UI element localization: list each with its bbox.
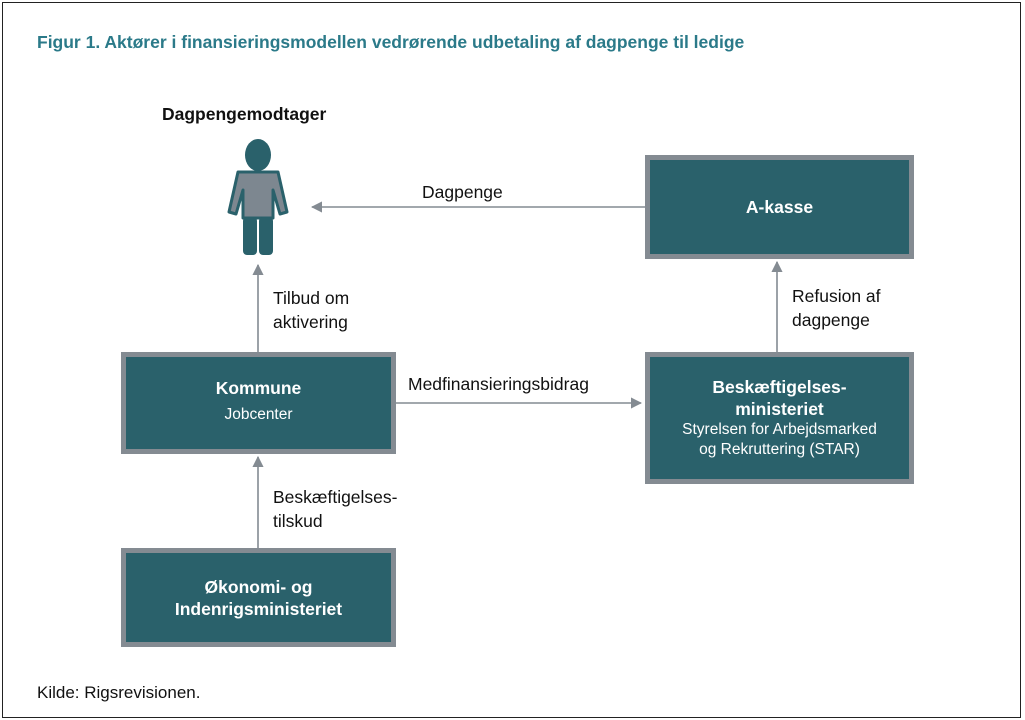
label-tilbud-line2: aktivering (273, 312, 348, 332)
node-oim-name-line1: Økonomi- og (204, 576, 313, 597)
label-medfinansieringsbidrag: Medfinansieringsbidrag (408, 374, 589, 394)
node-bm-name-line1: Beskæftigelses- (712, 377, 847, 397)
source-note: Kilde: Rigsrevisionen. (37, 683, 201, 702)
node-kommune-sub: Jobcenter (224, 406, 293, 423)
node-oim-name-line2: Indenrigsministeriet (174, 598, 343, 619)
label-besk-line2: tilskud (273, 511, 323, 531)
node-bm-sub-line2: og Rekruttering (STAR) (699, 441, 860, 458)
label-refusion-line1: Refusion af (792, 286, 881, 306)
label-refusion-line2: dagpenge (792, 310, 870, 330)
label-besk-line1: Beskæftigelses- (273, 487, 398, 507)
person-icon (227, 139, 289, 255)
node-bm-name-line2: ministeriet (735, 399, 824, 419)
node-akasse: A-kasse (645, 155, 914, 259)
label-beskaeftigelsestilskud: Beskæftigelses- tilskud (273, 485, 398, 533)
node-oekonomi-indenrigsministeriet: Økonomi- og Indenrigsministeriet (121, 548, 396, 647)
node-kommune: Kommune Jobcenter (121, 352, 396, 454)
label-tilbud-line1: Tilbud om (273, 288, 350, 308)
node-beskaeftigelsesministeriet: Beskæftigelses- ministeriet Styrelsen fo… (645, 352, 914, 484)
node-bm-sub-line1: Styrelsen for Arbejdsmarked (682, 421, 877, 438)
node-kommune-name: Kommune (215, 378, 302, 398)
node-akasse-name: A-kasse (745, 197, 814, 217)
figure-title: Figur 1. Aktører i finansieringsmodellen… (37, 32, 745, 52)
recipient-label: Dagpengemodtager (162, 104, 327, 124)
label-refusion-af-dagpenge: Refusion af dagpenge (792, 284, 881, 332)
label-tilbud-om-aktivering: Tilbud om aktivering (273, 286, 349, 334)
label-dagpenge: Dagpenge (422, 182, 503, 202)
